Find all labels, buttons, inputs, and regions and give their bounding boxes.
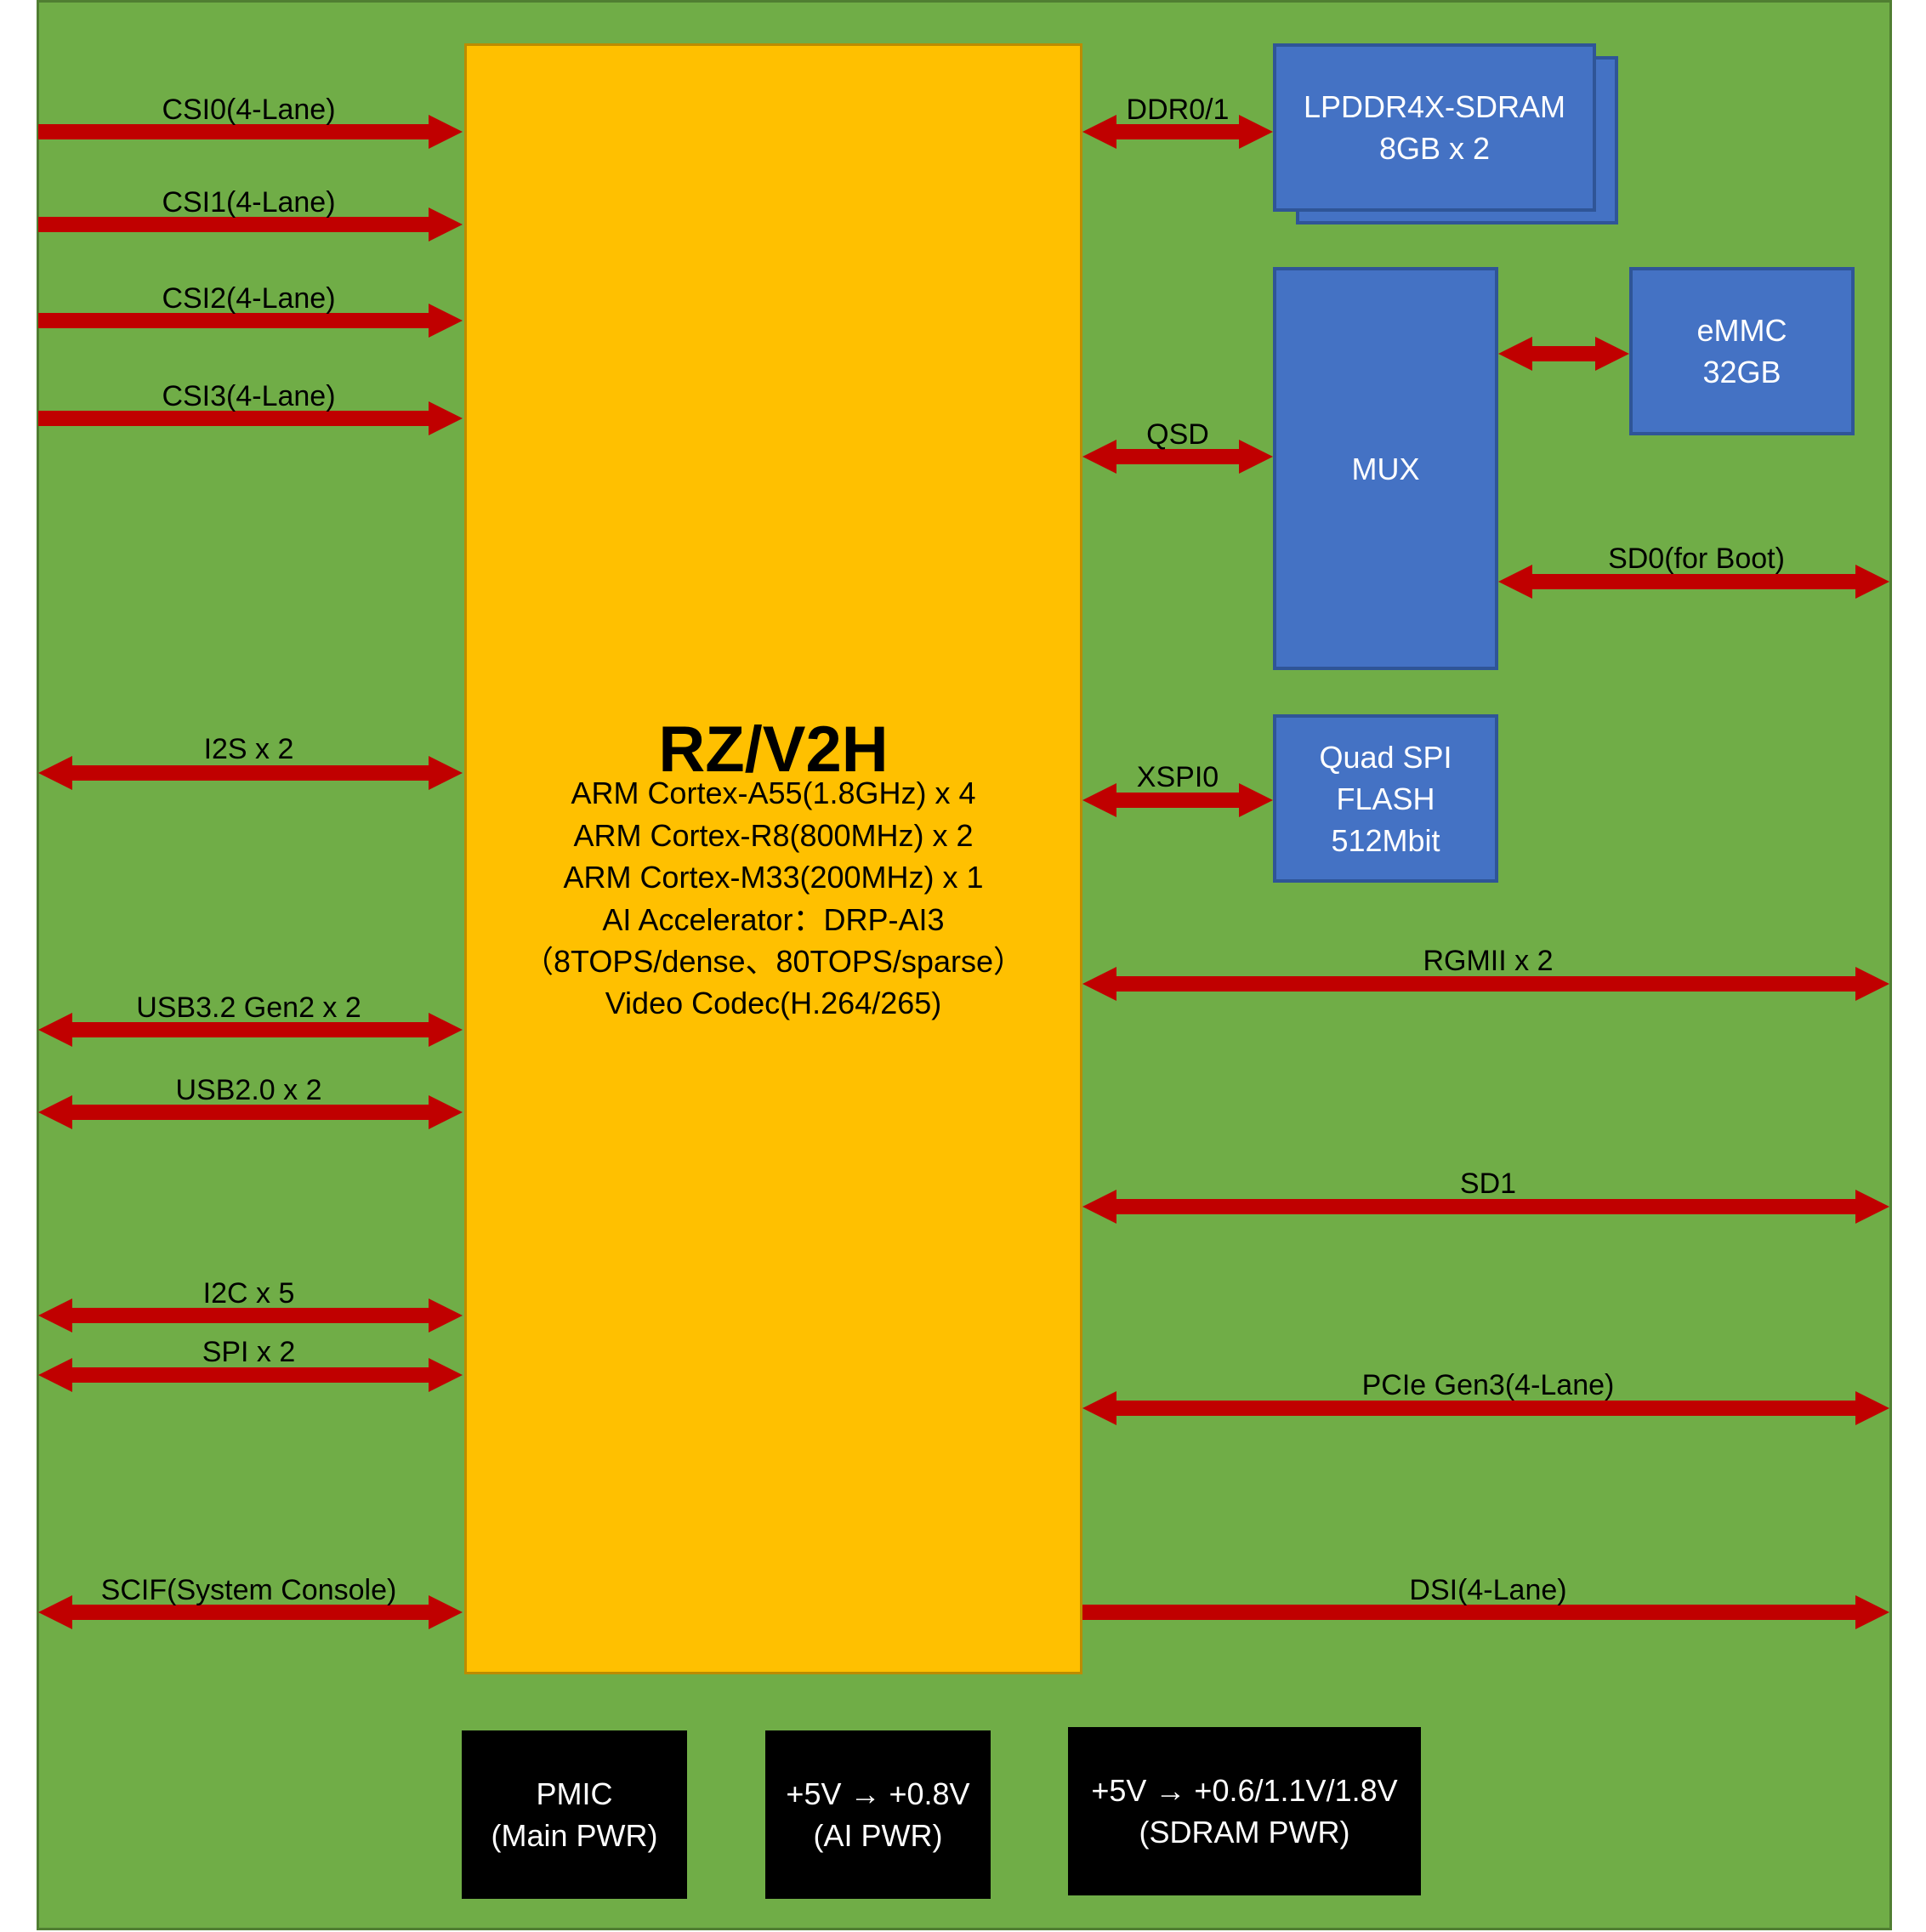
qspi-size: 512Mbit xyxy=(1331,822,1440,858)
arrow-left-9 xyxy=(38,1595,463,1629)
power-label: PMIC xyxy=(536,1776,613,1811)
arrow-left-8 xyxy=(38,1358,463,1392)
power-label: +5V → +0.8V xyxy=(786,1776,970,1811)
interface-label-csi3: CSI3(4-Lane) xyxy=(162,380,336,412)
arrow-right-2 xyxy=(1082,783,1273,817)
interface-label-i2c: I2C x 5 xyxy=(202,1277,295,1310)
interface-label-rgmii: RGMII x 2 xyxy=(1423,945,1554,977)
arrow-right-1 xyxy=(1082,440,1273,474)
lpddr-block: LPDDR4X-SDRAM 8GB x 2 xyxy=(1273,43,1596,212)
power-sublabel: (Main PWR) xyxy=(491,1818,658,1853)
arrow-left-1 xyxy=(38,207,463,242)
soc-block-rz-v2h: RZ/V2H ARM Cortex-A55(1.8GHz) x 4 ARM Co… xyxy=(464,43,1082,1674)
arrow-mux-1 xyxy=(1498,565,1889,599)
qspi-label-2: FLASH xyxy=(1336,781,1435,816)
qspi-label-1: Quad SPI xyxy=(1319,739,1452,775)
soc-spec-line: AI Accelerator：DRP-AI3 xyxy=(602,902,945,937)
arrow-left-2 xyxy=(38,304,463,338)
arrow-mux-0 xyxy=(1498,337,1629,371)
arrow-right-4 xyxy=(1082,1190,1889,1224)
arrow-right-0 xyxy=(1082,115,1273,149)
emmc-size: 32GB xyxy=(1702,355,1781,389)
arrow-left-3 xyxy=(38,401,463,435)
interface-label-scif: SCIF(System Console) xyxy=(100,1574,397,1606)
interface-label-ddr: DDR0/1 xyxy=(1126,94,1230,126)
interface-label-usb20: USB2.0 x 2 xyxy=(175,1074,322,1106)
arrow-left-5 xyxy=(38,1013,463,1047)
mux-label: MUX xyxy=(1351,451,1420,486)
interface-label-usb32: USB3.2 Gen2 x 2 xyxy=(136,992,361,1024)
interface-label-dsi: DSI(4-Lane) xyxy=(1409,1574,1567,1606)
soc-spec-line: ARM Cortex-M33(200MHz) x 1 xyxy=(563,860,984,895)
interface-label-pcie: PCIe Gen3(4-Lane) xyxy=(1361,1369,1615,1401)
interface-label-sd0: SD0(for Boot) xyxy=(1608,543,1785,575)
soc-spec-line: ARM Cortex-R8(800MHz) x 2 xyxy=(573,818,974,853)
soc-spec-line: Video Codec(H.264/265) xyxy=(605,986,942,1020)
lpddr-size: 8GB x 2 xyxy=(1378,131,1491,166)
emmc-block: eMMC 32GB xyxy=(1629,267,1855,435)
qspi-flash-block: Quad SPI FLASH 512Mbit xyxy=(1273,714,1498,883)
lpddr-label: LPDDR4X-SDRAM xyxy=(1303,89,1566,124)
arrow-left-6 xyxy=(38,1095,463,1129)
power-block-pmic: PMIC (Main PWR) xyxy=(462,1730,687,1899)
arrow-left-4 xyxy=(38,756,463,790)
interface-label-csi2: CSI2(4-Lane) xyxy=(162,282,336,315)
arrow-right-6 xyxy=(1082,1595,1889,1629)
arrow-left-7 xyxy=(38,1298,463,1333)
arrow-right-5 xyxy=(1082,1391,1889,1425)
soc-title: RZ/V2H xyxy=(658,713,889,786)
emmc-label: eMMC xyxy=(1696,313,1787,348)
arrow-left-0 xyxy=(38,115,463,149)
mux-block: MUX xyxy=(1273,267,1498,670)
power-sublabel: (SDRAM PWR) xyxy=(1139,1815,1350,1850)
power-block-sdram: +5V → +0.6/1.1V/1.8V (SDRAM PWR) xyxy=(1068,1727,1421,1895)
interface-label-sd1: SD1 xyxy=(1459,1168,1517,1200)
power-block-ai: +5V → +0.8V (AI PWR) xyxy=(765,1730,991,1899)
power-sublabel: (AI PWR) xyxy=(813,1818,943,1853)
interface-label-csi0: CSI0(4-Lane) xyxy=(162,94,336,126)
power-label: +5V → +0.6/1.1V/1.8V xyxy=(1091,1773,1398,1808)
soc-spec-line: ARM Cortex-A55(1.8GHz) x 4 xyxy=(571,776,976,810)
interface-label-qsd: QSD xyxy=(1146,418,1209,451)
interface-label-i2s: I2S x 2 xyxy=(203,733,294,765)
soc-spec-line: （8TOPS/dense、80TOPS/sparse） xyxy=(523,944,1024,979)
arrow-right-3 xyxy=(1082,967,1889,1001)
interface-label-xspi0: XSPI0 xyxy=(1136,761,1219,793)
interface-label-spi: SPI x 2 xyxy=(202,1336,296,1368)
interface-label-csi1: CSI1(4-Lane) xyxy=(162,186,336,219)
